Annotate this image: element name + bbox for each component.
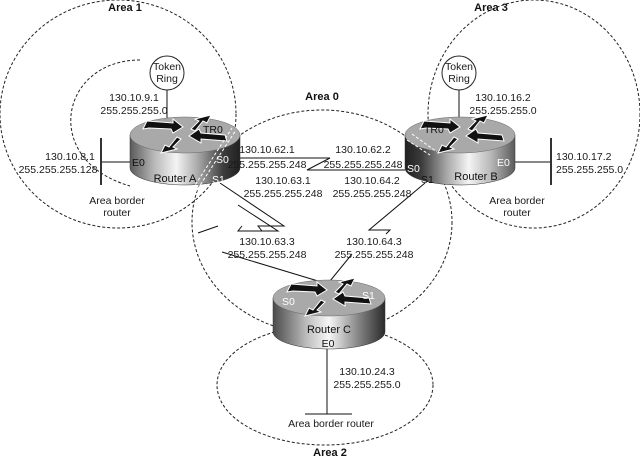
router-a-e0-ip: 130.10.8.1 <box>45 151 95 163</box>
router-a-role: router <box>103 207 131 219</box>
router-a-e0-mask: 255.255.255.128 <box>19 164 98 176</box>
area1-boundary <box>0 0 237 229</box>
router-b-s0-label: S0 <box>407 163 420 175</box>
router-a-e0-label: E0 <box>132 157 145 169</box>
area2-boundary <box>216 324 434 446</box>
router-b-tr0-label: TR0 <box>424 124 444 136</box>
router-c-role: Area border router <box>288 418 374 430</box>
router-a-s0-label: S0 <box>216 154 229 166</box>
router-a-tr0-ip: 130.10.9.1 <box>109 92 159 104</box>
router-a-s0-ip: 130.10.62.1 <box>239 144 295 156</box>
router-c-e0-label: E0 <box>322 338 335 350</box>
area1-title: Area 1 <box>108 2 142 14</box>
router-b-s0-ip: 130.10.62.2 <box>335 144 391 156</box>
serial-link-a-c <box>197 225 219 234</box>
router-b-tr0-ip: 130.10.16.2 <box>475 92 531 104</box>
router-c-s0-mask: 255.255.255.248 <box>228 249 307 261</box>
router-b-e0-ip: 130.10.17.2 <box>556 151 612 163</box>
router-a-s0-mask: 255.255.255.248 <box>228 159 307 171</box>
router-b-tr0-mask: 255.255.255.0 <box>469 105 536 117</box>
serial-link-b-c <box>329 182 426 282</box>
router-c-s1-ip: 130.10.64.3 <box>346 236 402 248</box>
serial-link-a-b <box>230 157 405 171</box>
router-a-token-ring-label: Token <box>153 61 181 73</box>
router-a-name: Router A <box>154 173 197 185</box>
router-a-token-ring <box>149 55 185 91</box>
router-c-e0-ip: 130.10.24.3 <box>339 366 395 378</box>
router-b-role: router <box>503 207 531 219</box>
router-c-s0-label: S0 <box>282 296 295 308</box>
router-b-s0-mask: 255.255.255.248 <box>324 159 403 171</box>
router-a-s1-label: S1 <box>212 174 225 186</box>
area3-boundary <box>427 0 640 229</box>
router-c-name: Router C <box>307 324 351 336</box>
router-a-token-ring-label: Ring <box>156 73 178 85</box>
router-a-role: Area border <box>89 195 145 207</box>
router-b-s1-ip: 130.10.64.2 <box>344 175 400 187</box>
router-a-tr0-label: TR0 <box>203 124 223 136</box>
router-b-role: Area border <box>489 195 545 207</box>
router-b[interactable] <box>404 114 516 186</box>
router-c-s1-label: S1 <box>362 290 375 302</box>
router-a-s1-mask: 255.255.255.248 <box>244 188 323 200</box>
router-c-s0-ip: 130.10.63.3 <box>239 236 295 248</box>
router-b-token-ring <box>441 55 477 91</box>
router-a-tr0-mask: 255.255.255.0 <box>100 105 167 117</box>
router-b-s1-label: S1 <box>421 174 434 186</box>
serial-link-a-c <box>221 204 319 282</box>
area2-title: Area 2 <box>313 447 347 459</box>
router-b-e0-label: E0 <box>497 157 510 169</box>
router-c-s1-mask: 255.255.255.248 <box>335 249 414 261</box>
router-a-s1-ip: 130.10.63.1 <box>255 175 311 187</box>
router-b-name: Router B <box>454 171 497 183</box>
area0-title: Area 0 <box>305 91 339 103</box>
router-b-token-ring-label: Ring <box>448 73 470 85</box>
router-b-s1-mask: 255.255.255.248 <box>333 188 412 200</box>
router-a[interactable] <box>129 114 241 194</box>
router-c[interactable] <box>272 277 386 350</box>
router-c-e0-mask: 255.255.255.0 <box>333 379 400 391</box>
router-b-e0-mask: 255.255.255.0 <box>556 164 623 176</box>
router-b-token-ring-label: Token <box>445 61 473 73</box>
area3-title: Area 3 <box>474 2 508 14</box>
